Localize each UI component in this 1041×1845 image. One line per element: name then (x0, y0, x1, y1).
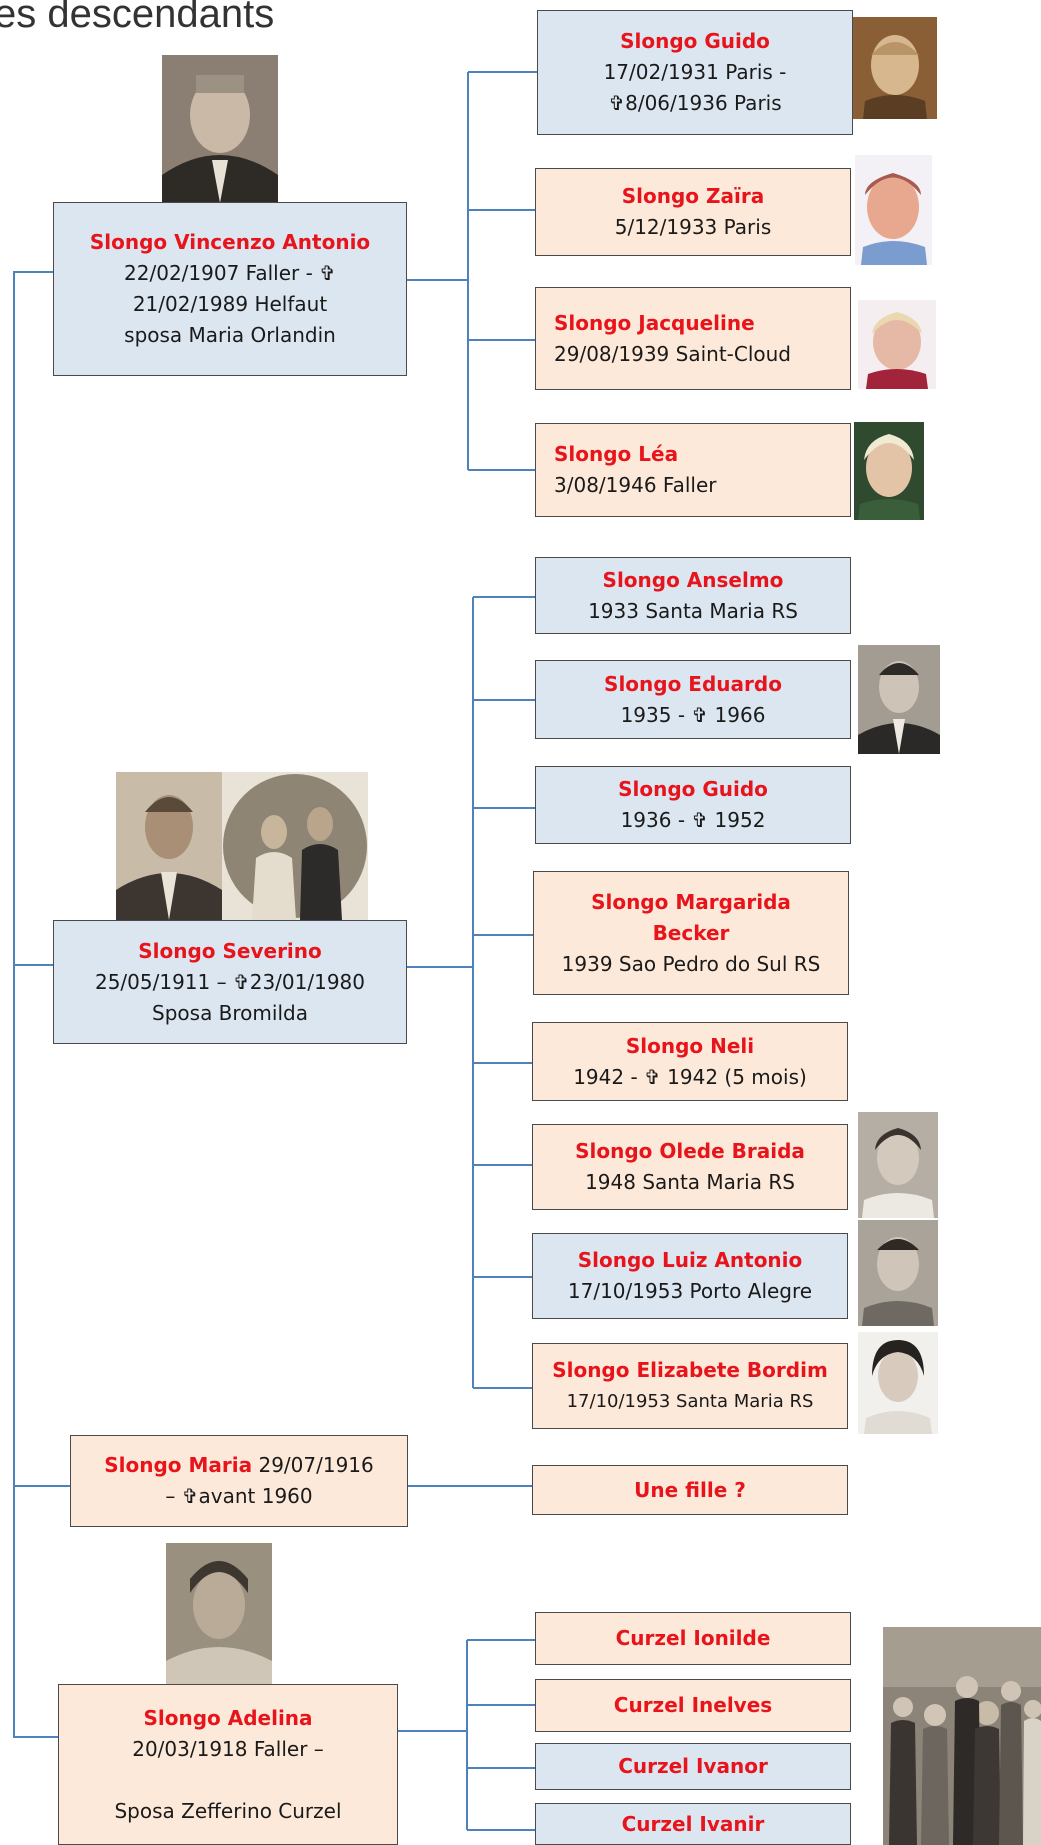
child-card[interactable]: Slongo Eduardo 1935 - ✞ 1966 (535, 660, 851, 739)
person-detail: 20/03/1918 Faller – (132, 1736, 324, 1761)
child-card[interactable]: Slongo Luiz Antonio 17/10/1953 Porto Ale… (532, 1233, 848, 1319)
child-card[interactable]: Slongo Margarida Becker 1939 Sao Pedro d… (533, 871, 849, 995)
person-name: Slongo Zaïra (621, 184, 765, 208)
person-name: Slongo Guido (618, 777, 768, 801)
child-card[interactable]: Slongo Anselmo 1933 Santa Maria RS (535, 557, 851, 634)
photo-zaira (855, 155, 932, 265)
person-detail: 5/12/1933 Paris (614, 215, 772, 239)
child-card[interactable]: Slongo Guido 1936 - ✞ 1952 (535, 766, 851, 844)
person-detail: 22/02/1907 Faller - ✞ (124, 261, 336, 285)
parent-card-severino[interactable]: Slongo Severino 25/05/1911 – ✞23/01/1980… (53, 920, 407, 1044)
person-name: Curzel Ionilde (615, 1626, 771, 1650)
person-detail: sposa Maria Orlandin (124, 323, 336, 347)
spine-line (13, 271, 58, 1738)
person-name: Curzel Inelves (613, 1693, 773, 1717)
person-name: Slongo Léa (554, 442, 679, 466)
parent-card-vincenzo[interactable]: Slongo Vincenzo Antonio 22/02/1907 Falle… (53, 202, 407, 376)
person-detail: 1948 Santa Maria RS (585, 1170, 795, 1194)
photo-olede (858, 1112, 938, 1218)
person-detail (67, 1765, 389, 1796)
person-name: Une fille ? (634, 1477, 746, 1502)
child-card[interactable]: Curzel Ionilde (535, 1612, 851, 1665)
person-name: Slongo Olede Braida (575, 1139, 805, 1163)
person-detail: 3/08/1946 Faller (554, 473, 717, 497)
photo-jacqueline (858, 300, 936, 389)
person-name-line: Slongo Maria 29/07/1916 (79, 1450, 399, 1481)
child-card[interactable]: Slongo Elizabete Bordim 17/10/1953 Santa… (532, 1343, 848, 1429)
person-detail: 29/08/1939 Saint-Cloud (554, 341, 792, 366)
child-card[interactable]: Une fille ? (532, 1465, 848, 1515)
person-name: Slongo Vincenzo Antonio (89, 230, 371, 254)
photo-severino (116, 772, 222, 920)
person-detail: ✞8/06/1936 Paris (608, 91, 782, 115)
person-detail: 1939 Sao Pedro do Sul RS (561, 951, 821, 976)
person-detail: 17/10/1953 Porto Alegre (567, 1279, 813, 1303)
person-name: Slongo Luiz Antonio (577, 1248, 803, 1272)
person-detail: 25/05/1911 – ✞23/01/1980 (94, 969, 366, 994)
child-card[interactable]: Curzel Inelves (535, 1679, 851, 1732)
child-card[interactable]: Slongo Olede Braida 1948 Santa Maria RS (532, 1124, 848, 1210)
parent-card-maria[interactable]: Slongo Maria 29/07/1916 – ✞avant 1960 (70, 1435, 408, 1527)
child-card[interactable]: Slongo Guido 17/02/1931 Paris - ✞8/06/19… (537, 10, 853, 135)
photo-luiz (858, 1220, 938, 1326)
person-name: Curzel Ivanor (618, 1754, 768, 1778)
person-detail: 29/07/1916 (252, 1453, 374, 1477)
person-name: Slongo Maria (104, 1453, 253, 1477)
child-card[interactable]: Slongo Neli 1942 - ✞ 1942 (5 mois) (532, 1022, 848, 1101)
photo-lea (854, 422, 924, 520)
person-name: Slongo Anselmo (602, 567, 784, 592)
person-detail: 17/10/1953 Santa Maria RS (566, 1391, 814, 1412)
person-detail: 1935 - ✞ 1966 (620, 702, 766, 727)
person-name: Slongo Eduardo (604, 671, 782, 696)
photo-curzel-family (883, 1627, 1041, 1845)
person-detail: Sposa Bromilda (152, 1000, 308, 1025)
person-detail: 1936 - ✞ 1952 (620, 808, 766, 832)
person-detail: 1933 Santa Maria RS (588, 598, 798, 623)
child-card[interactable]: Slongo Jacqueline 29/08/1939 Saint-Cloud (535, 287, 851, 390)
person-detail: – ✞avant 1960 (165, 1484, 313, 1508)
person-name: Slongo Jacqueline (554, 310, 755, 335)
child-card[interactable]: Slongo Léa 3/08/1946 Faller (535, 423, 851, 517)
child-card[interactable]: Curzel Ivanir (535, 1803, 851, 1845)
person-name: Slongo Guido (620, 29, 770, 53)
photo-elizabete (858, 1332, 938, 1434)
photo-adelina (166, 1543, 272, 1684)
person-name: Slongo Elizabete Bordim (552, 1358, 828, 1382)
person-detail: Sposa Zefferino Curzel (114, 1798, 342, 1823)
person-detail: 1942 - ✞ 1942 (5 mois) (573, 1064, 807, 1089)
page-title: es descendants (0, 0, 275, 36)
photo-severino-couple (222, 772, 368, 920)
child-card[interactable]: Slongo Zaïra 5/12/1933 Paris (535, 168, 851, 256)
person-name: Slongo Adelina (143, 1705, 313, 1730)
person-name: Curzel Ivanir (621, 1811, 765, 1836)
photo-guido-child (853, 17, 937, 119)
person-name: Slongo Neli (625, 1033, 755, 1058)
person-name: Slongo Severino (138, 938, 322, 963)
photo-eduardo (858, 645, 940, 754)
child-card[interactable]: Curzel Ivanor (535, 1743, 851, 1790)
person-detail: 17/02/1931 Paris - (603, 60, 787, 84)
person-name: Slongo Margarida Becker (591, 889, 791, 945)
person-detail: 21/02/1989 Helfaut (132, 292, 328, 316)
photo-vincenzo (162, 55, 278, 203)
parent-card-adelina[interactable]: Slongo Adelina 20/03/1918 Faller – Sposa… (58, 1684, 398, 1845)
